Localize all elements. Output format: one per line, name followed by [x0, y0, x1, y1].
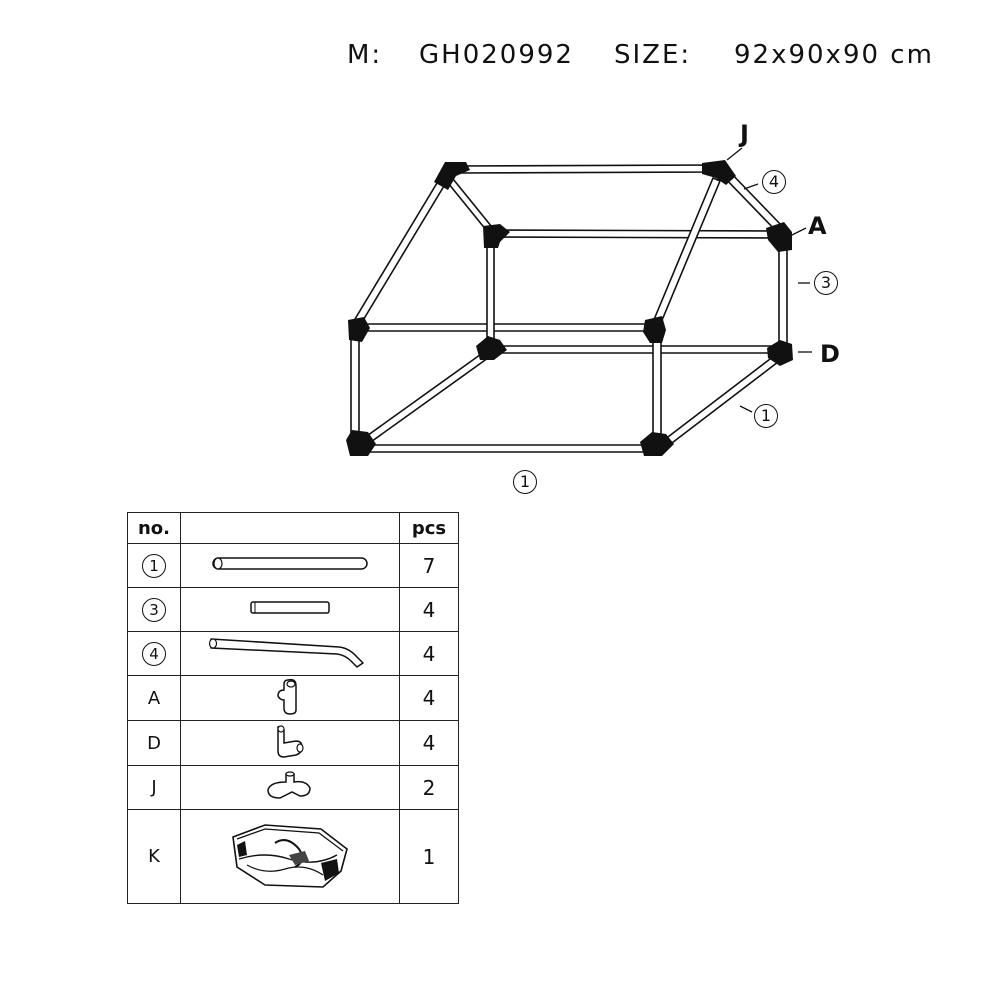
tube-right-vertical: [778, 239, 788, 345]
cover-icon: [232, 823, 348, 888]
connector-j-icon: [267, 770, 311, 799]
connector-d-left: [348, 317, 370, 342]
pcs-cell: 1: [399, 809, 459, 904]
tube-mid-back: [357, 323, 652, 332]
callout-1-circle-bottom: 1: [513, 470, 537, 494]
part-picture: [180, 809, 400, 904]
connector-bottom-left: [346, 430, 376, 456]
row-no-cell: 4: [127, 631, 181, 676]
tube-mid-slant: [652, 177, 721, 326]
part-picture: [180, 720, 400, 766]
table-header-row: no. pcs: [127, 512, 459, 544]
connector-d-mid: [643, 316, 666, 343]
leader-j: [726, 147, 743, 161]
tube-mid-front: [493, 345, 777, 354]
part-picture: [180, 675, 400, 721]
connector-d-inner: [476, 336, 507, 360]
header: M: GH020992 SIZE: 92x90x90 cm: [347, 40, 947, 80]
part-number: A: [127, 675, 181, 721]
table-row: A 4: [127, 675, 459, 721]
size-label: SIZE:: [614, 40, 692, 70]
tube-top-back: [451, 164, 719, 174]
part-number: 3: [142, 597, 166, 622]
header-no: no.: [127, 512, 181, 544]
header-picture: [180, 512, 400, 544]
table-row: 3 4: [127, 587, 459, 632]
bent-tube-icon: [208, 637, 364, 668]
callout-1-circle-right: 1: [754, 404, 778, 428]
long-tube-icon: [212, 556, 368, 570]
tube-top-front: [491, 229, 782, 239]
leader-a: [789, 227, 807, 237]
parts-table: no. pcs 1 7 3 4 4 4: [127, 512, 459, 904]
part-number: J: [127, 765, 181, 810]
connector-a-front-left: [483, 224, 510, 248]
callout-3-circle: 3: [814, 271, 838, 295]
table-row: 1 7: [127, 543, 459, 588]
part-number: 1: [142, 553, 166, 578]
callout-d: D: [820, 340, 840, 368]
tube-bottom-left-slant: [363, 351, 489, 445]
table-row: J 2: [127, 765, 459, 810]
model-number: GH020992: [419, 40, 574, 70]
table-row: D 4: [127, 720, 459, 766]
table-row: K 1: [127, 809, 459, 904]
tube-left-vertical: [350, 335, 360, 437]
connector-j-right: [702, 160, 736, 185]
connector-bottom-center: [640, 432, 674, 456]
connector-a-icon: [277, 678, 297, 715]
model-label: M:: [347, 40, 383, 70]
short-tube-icon: [250, 600, 330, 614]
connector-d-right: [767, 340, 793, 366]
part-picture: [180, 765, 400, 810]
callout-4-circle: 4: [762, 170, 786, 194]
pcs-cell: 7: [399, 543, 459, 588]
part-picture: [180, 587, 400, 632]
part-picture: [180, 631, 400, 676]
part-number: K: [127, 809, 181, 904]
tube-inner-vertical: [486, 239, 495, 347]
row-no-cell: 3: [127, 587, 181, 632]
leader-4: [743, 183, 759, 190]
table-row: 4 4: [127, 631, 459, 676]
pcs-cell: 2: [399, 765, 459, 810]
pcs-cell: 4: [399, 720, 459, 766]
part-number: D: [127, 720, 181, 766]
leader-1-right: [739, 405, 753, 413]
row-no-cell: 1: [127, 543, 181, 588]
part-picture: [180, 543, 400, 588]
tube-left-slant: [351, 182, 445, 328]
callout-j: J: [740, 120, 749, 148]
tube-bottom-front: [365, 444, 651, 453]
connector-d-icon: [277, 725, 304, 758]
size-value: 92x90x90 cm: [734, 40, 934, 70]
tube-bottom-right-slant: [663, 355, 779, 447]
frame-diagram: [346, 147, 812, 456]
callout-a: A: [808, 212, 827, 240]
pcs-cell: 4: [399, 631, 459, 676]
header-pcs: pcs: [399, 512, 459, 544]
connector-j-left: [434, 162, 470, 190]
connector-a-front-right: [766, 222, 792, 252]
tube-center-vertical: [652, 334, 662, 439]
pcs-cell: 4: [399, 675, 459, 721]
part-number: 4: [142, 641, 166, 666]
pcs-cell: 4: [399, 587, 459, 632]
